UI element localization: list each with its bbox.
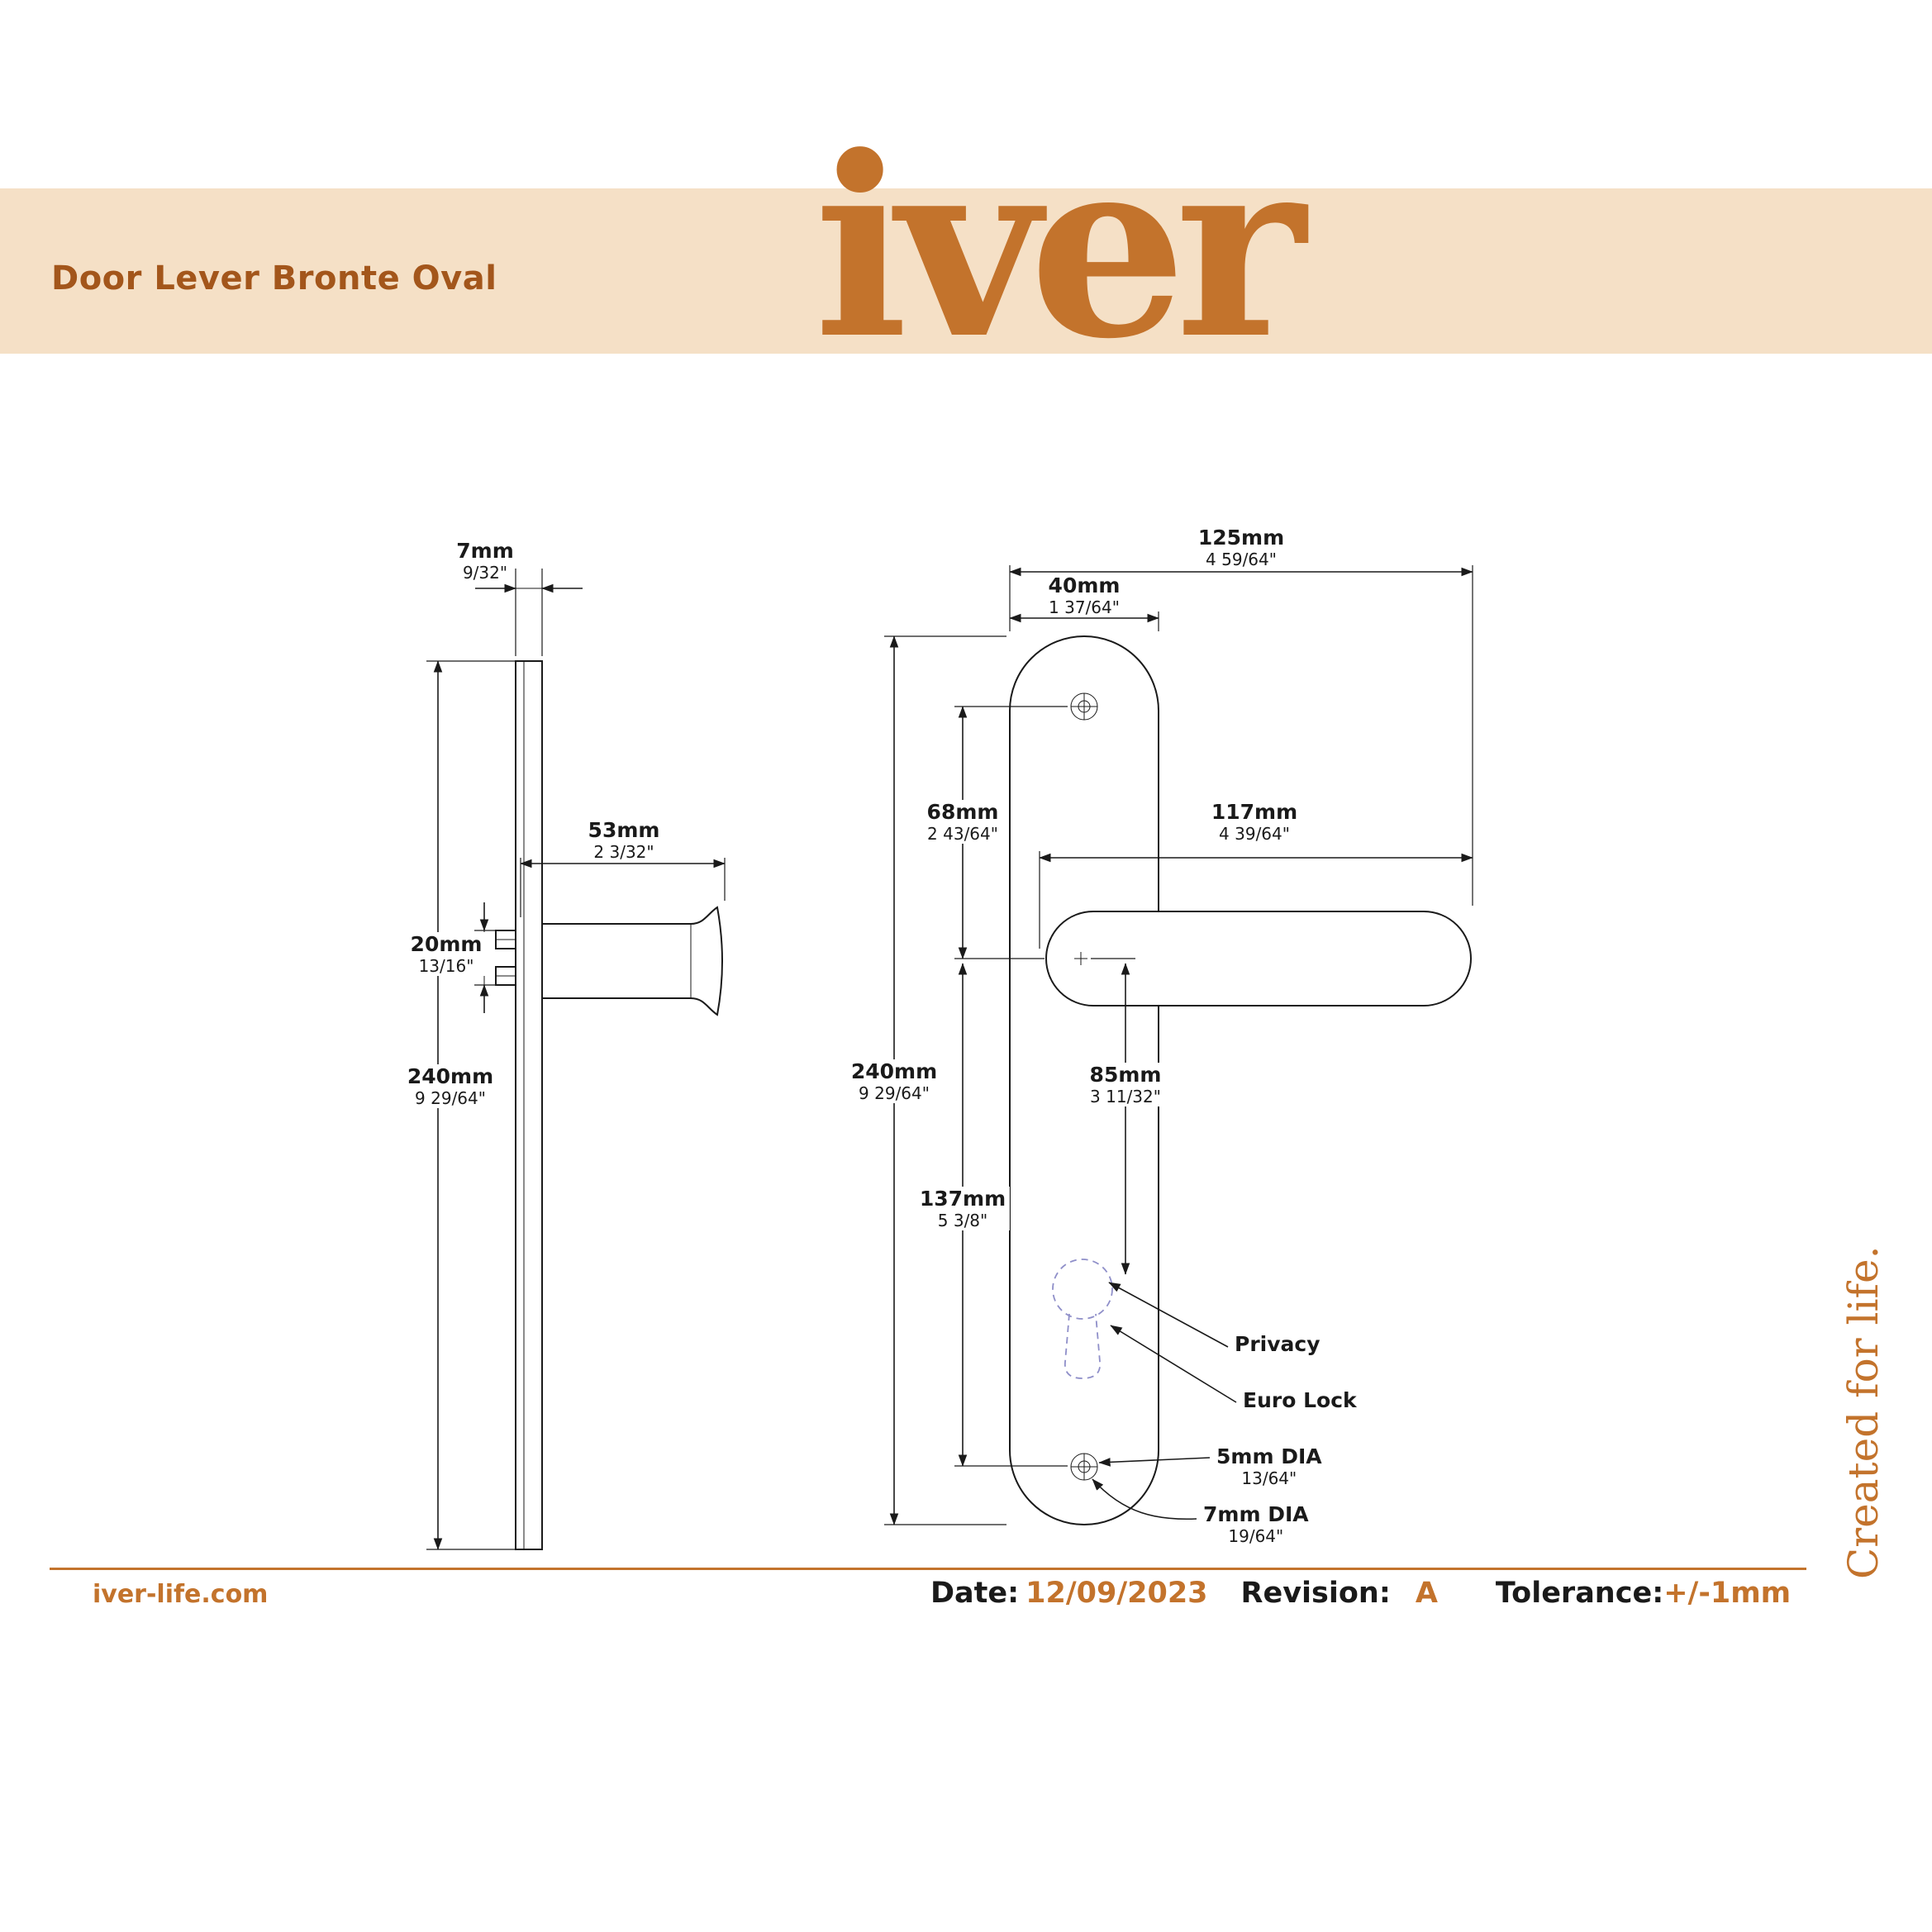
dim-centre-to-bottom-hole: 137mm 5 3/8" bbox=[915, 1187, 1011, 1231]
dim-centre-to-keyhole-mm: 85mm bbox=[1089, 1063, 1162, 1087]
tolerance-label: Tolerance: bbox=[1495, 1577, 1664, 1610]
dim-lines-front bbox=[884, 565, 1473, 1525]
dim-centre-to-keyhole-inch: 3 11/32" bbox=[1090, 1086, 1161, 1106]
7mm-dia-inch: 19/64" bbox=[1228, 1526, 1284, 1546]
dim-lines-side bbox=[426, 569, 726, 1550]
dim-handle-thickness-inch: 13/16" bbox=[418, 955, 474, 976]
dim-centre-to-bottom-hole-inch: 5 3/8" bbox=[937, 1210, 988, 1230]
5mm-dia-label: 5mm DIA bbox=[1216, 1444, 1322, 1468]
dim-handle-thickness: 20mm 13/16" bbox=[406, 932, 487, 977]
5mm-dia-inch: 13/64" bbox=[1241, 1468, 1297, 1488]
leader-lines bbox=[1092, 1282, 1237, 1520]
dim-height-front-mm: 240mm bbox=[850, 1059, 938, 1083]
dim-centre-to-keyhole: 85mm 3 11/32" bbox=[1085, 1063, 1166, 1107]
dim-overall-width: 125mm 4 59/64" bbox=[1198, 526, 1284, 569]
dim-height-side: 240mm 9 29/64" bbox=[402, 1064, 498, 1109]
date-label: Date: bbox=[930, 1577, 1020, 1610]
dim-handle-thickness-mm: 20mm bbox=[410, 932, 483, 956]
footer-divider bbox=[50, 1568, 1806, 1570]
side-view-handle bbox=[541, 906, 723, 1016]
euro-lock-label: Euro Lock bbox=[1243, 1388, 1357, 1412]
privacy-label: Privacy bbox=[1235, 1332, 1321, 1356]
dim-projection-inch: 2 3/32" bbox=[593, 841, 654, 862]
tolerance-value: +/-1mm bbox=[1663, 1577, 1792, 1610]
callout-5mm-dia: 5mm DIA 13/64" bbox=[1216, 1444, 1322, 1488]
side-view-plate bbox=[495, 660, 543, 1550]
dim-plate-thickness-mm: 7mm bbox=[456, 539, 514, 563]
bottom-screw-hole bbox=[1070, 1453, 1098, 1481]
dim-plate-width-mm: 40mm bbox=[1048, 573, 1121, 597]
dim-height-side-inch: 9 29/64" bbox=[415, 1087, 486, 1108]
iver-logo: iver bbox=[814, 102, 1306, 393]
dim-hole-to-centre: 68mm 2 43/64" bbox=[922, 800, 1003, 845]
callout-7mm-dia: 7mm DIA 19/64" bbox=[1203, 1502, 1309, 1546]
dim-projection: 53mm 2 3/32" bbox=[588, 818, 660, 862]
callout-privacy: Privacy bbox=[1235, 1332, 1321, 1356]
front-view-lever bbox=[1045, 911, 1472, 1006]
dim-projection-mm: 53mm bbox=[588, 818, 660, 842]
top-screw-hole bbox=[1070, 692, 1098, 721]
dim-plate-thickness-inch: 9/32" bbox=[462, 562, 508, 583]
dim-plate-width: 40mm 1 37/64" bbox=[1049, 573, 1121, 617]
dim-plate-thickness: 7mm 9/32" bbox=[456, 539, 514, 583]
7mm-dia-label: 7mm DIA bbox=[1203, 1502, 1309, 1526]
footer-fields: Date: 12/09/2023 Revision: A Tolerance: … bbox=[930, 1577, 1791, 1610]
dim-plate-width-inch: 1 37/64" bbox=[1049, 597, 1120, 617]
dim-lever-length: 117mm 4 39/64" bbox=[1211, 800, 1297, 844]
dim-height-front-inch: 9 29/64" bbox=[859, 1083, 930, 1103]
dim-height-side-mm: 240mm bbox=[407, 1064, 494, 1088]
website-link: iver-life.com bbox=[93, 1580, 269, 1609]
dim-centre-to-bottom-hole-mm: 137mm bbox=[919, 1187, 1006, 1211]
dim-hole-to-centre-inch: 2 43/64" bbox=[927, 823, 998, 844]
dim-height-front: 240mm 9 29/64" bbox=[846, 1059, 942, 1104]
dim-lever-length-inch: 4 39/64" bbox=[1219, 823, 1290, 844]
dim-hole-to-centre-mm: 68mm bbox=[926, 800, 999, 824]
page-title: Door Lever Bronte Oval bbox=[51, 259, 497, 297]
dim-lever-length-mm: 117mm bbox=[1211, 800, 1298, 824]
revision-label: Revision: bbox=[1240, 1577, 1391, 1610]
dim-overall-width-inch: 4 59/64" bbox=[1206, 549, 1277, 569]
header-banner bbox=[0, 188, 1932, 354]
date-value: 12/09/2023 bbox=[1025, 1577, 1208, 1610]
callout-euro-lock: Euro Lock bbox=[1243, 1388, 1357, 1412]
revision-value: A bbox=[1415, 1577, 1438, 1610]
dim-overall-width-mm: 125mm bbox=[1197, 526, 1285, 550]
